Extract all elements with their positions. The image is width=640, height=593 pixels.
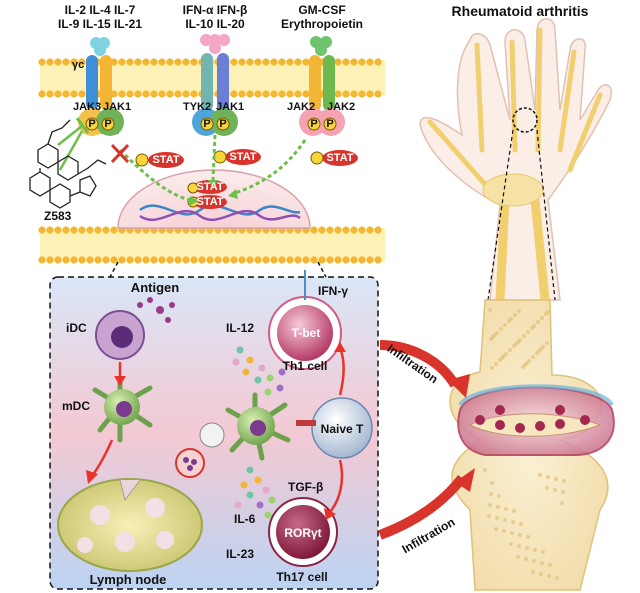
drug-label: Z583 [44,209,72,223]
il12-label: IL-12 [226,321,255,335]
phospho-badges [85,117,337,131]
infiltration-arrows [378,340,475,540]
il6-label: IL-6 [234,512,256,526]
stat-label-2: STAT [229,151,257,163]
receptor-3-cytokines-line2: Erythropoietin [280,17,364,31]
bone-texture [483,308,566,580]
stat-label-4: STAT [196,181,224,193]
p-badge-1: P [88,118,96,130]
zoom-lines [487,129,556,301]
presenting-dc [225,392,291,461]
p-badge-6: P [326,118,334,130]
mdc-cell [92,375,153,443]
antigen-label: Antigen [130,280,180,295]
jak3-label: JAK3 [73,101,102,113]
p-badge-5: P [310,118,318,130]
lymph-node-label: Lymph node [89,572,167,587]
stat-label-1: STAT [152,154,180,166]
mdc-label: mDC [62,399,91,413]
joint-illustration [449,299,615,591]
stat-label-5: STAT [196,196,224,208]
tgf-beta-label: TGF-β [288,480,324,494]
signal-arrows [118,134,307,206]
stat-proteins [135,149,358,209]
p-badge-4: P [219,118,227,130]
il23-label: IL-23 [226,547,255,561]
p-badge-3: P [203,118,211,130]
idc-cell [95,297,175,360]
cytokine-dots [232,346,286,529]
tyk2-label: TYK2 [183,101,212,113]
idc-label: iDC [66,321,87,335]
receptor-3-cytokines-line1: GM-CSF [298,3,346,17]
th17-label: Th17 cell [276,570,328,584]
th17-cell [268,497,338,567]
naive-t-label: Naive T [320,422,364,436]
jak2-label-1: JAK2 [287,101,316,113]
jak1-label-2: JAK1 [216,101,245,113]
jak2-label-2: JAK2 [327,101,356,113]
hand-illustration [419,18,612,305]
antigen-vesicle [175,422,225,478]
th1-label: Th1 cell [282,359,328,373]
gamma-chain-label: γc [72,59,85,71]
th1-cell [268,270,342,370]
ifn-gamma-label: IFN-γ [318,284,348,298]
p-badge-2: P [104,118,112,130]
panel-connectors [109,261,327,278]
jak1-label-1: JAK1 [103,101,132,113]
stat-label-3: STAT [326,152,354,164]
ra-title: Rheumatoid arthritis [451,3,589,19]
receptor-2-cytokines-line1: IFN-α IFN-β [182,3,248,17]
receptor-1-cytokines-line1: IL-2 IL-4 IL-7 [64,3,136,17]
naive-t-cell [296,397,373,459]
lymph-node [57,478,203,572]
arrow-heads [86,342,346,520]
z583-molecule [29,119,107,209]
receptor-1-cytokines-line2: IL-9 IL-15 IL-21 [57,17,143,31]
tbet-label: T-bet [291,326,321,340]
roryt-label: RORγt [284,526,322,540]
receptor-2-cytokines-line2: IL-10 IL-20 [185,17,245,31]
inhibition-marks [57,117,130,171]
